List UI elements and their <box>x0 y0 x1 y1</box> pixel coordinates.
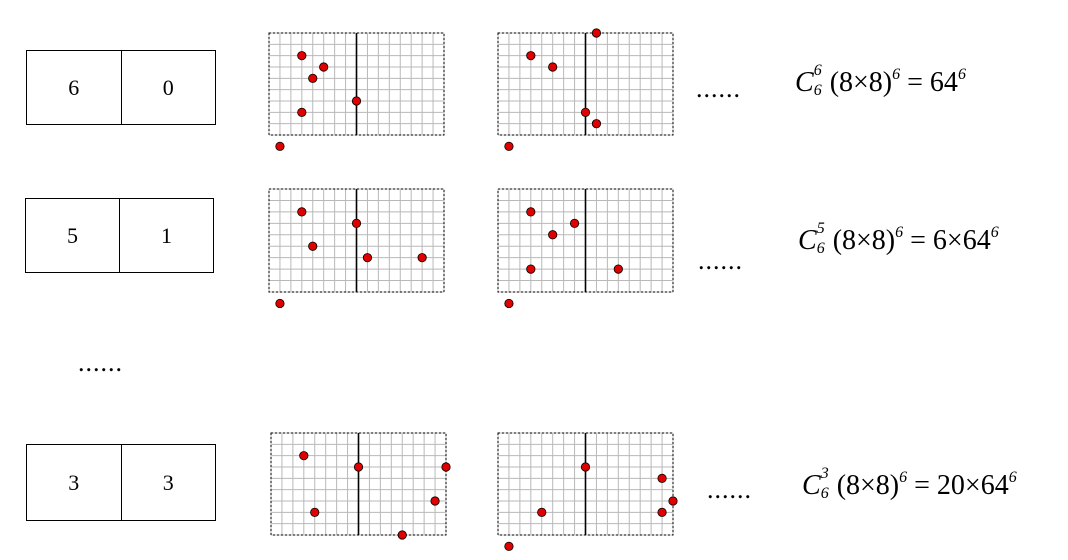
point-dot <box>308 241 318 251</box>
formula-sup: 3 <box>820 465 829 482</box>
formula-rhs: = 20×64 <box>914 470 1009 501</box>
point-dot <box>430 496 440 506</box>
point-dot <box>297 107 307 117</box>
left-count: 3 <box>68 469 80 495</box>
point-dot <box>362 253 373 263</box>
point-dot <box>275 141 285 151</box>
formula-sup: 5 <box>816 220 825 237</box>
point-dot <box>417 253 427 263</box>
ellipsis-row-2: ...... <box>698 246 743 275</box>
point-dot <box>297 207 307 217</box>
formula-rhs-pow: 6 <box>957 66 966 83</box>
point-dot <box>526 51 536 61</box>
left-count: 6 <box>68 74 80 100</box>
point-dot <box>537 507 547 517</box>
point-dot <box>504 141 514 151</box>
formula-base: (8×8) <box>832 225 896 256</box>
grid-row-2-b <box>497 188 674 309</box>
point-dot <box>613 264 623 274</box>
split-box-row-2: 5 1 <box>25 198 214 273</box>
formula-sub: 6 <box>813 82 822 99</box>
formula-rhs-pow: 6 <box>990 224 999 241</box>
ellipsis-row-1: ...... <box>696 74 741 103</box>
grid-row-3-a <box>270 432 451 540</box>
formula-sub: 6 <box>820 485 829 502</box>
formula-letter: C <box>802 470 821 501</box>
grid-row-1-b <box>497 28 674 151</box>
point-dot <box>310 507 320 517</box>
point-dot <box>526 207 536 217</box>
point-dot <box>591 119 602 129</box>
point-dot <box>504 298 514 309</box>
point-dot <box>319 62 329 72</box>
point-dot <box>299 451 309 461</box>
point-dot <box>657 507 667 517</box>
point-dot <box>580 107 591 117</box>
formula-letter: C <box>795 67 814 98</box>
point-dot <box>353 462 364 472</box>
right-count: 3 <box>120 445 216 520</box>
point-dot <box>580 462 591 472</box>
left-count: 5 <box>67 222 78 248</box>
point-dot <box>591 28 602 38</box>
point-dot <box>569 218 580 228</box>
point-dot <box>297 51 307 61</box>
point-dot <box>441 462 451 472</box>
point-dot <box>351 96 362 106</box>
point-dot <box>668 496 678 506</box>
right-count: 0 <box>120 51 216 124</box>
formula-pow: 6 <box>895 224 904 241</box>
formula-sub: 6 <box>816 240 825 257</box>
formula-base: (8×8) <box>829 67 893 98</box>
grid-row-1-a <box>268 32 445 151</box>
split-box-row-1: 6 0 <box>26 50 216 125</box>
point-dot <box>397 530 407 540</box>
point-dot <box>275 298 285 309</box>
point-dot <box>657 473 667 483</box>
ellipsis-row-3: ...... <box>707 475 752 504</box>
right-count: 1 <box>119 199 213 272</box>
point-dot <box>548 230 558 240</box>
grid-row-3-b <box>497 432 678 551</box>
formula-rhs: = 6×64 <box>910 225 991 256</box>
formula-base: (8×8) <box>836 470 900 501</box>
point-dot <box>504 541 514 551</box>
ellipsis-rows: ...... <box>78 348 123 377</box>
point-dot <box>526 264 536 274</box>
formula-pow: 6 <box>899 469 908 486</box>
formula-sup: 6 <box>813 62 822 79</box>
point-dot <box>308 73 318 83</box>
formula-letter: C <box>798 225 817 256</box>
point-dot <box>548 62 558 72</box>
split-box-row-3: 3 3 <box>26 444 216 521</box>
formula-rhs: = 64 <box>907 67 958 98</box>
formula-rhs-pow: 6 <box>1008 469 1017 486</box>
grid-row-2-a <box>268 188 445 309</box>
point-dot <box>351 218 362 228</box>
formula-pow: 6 <box>892 66 901 83</box>
